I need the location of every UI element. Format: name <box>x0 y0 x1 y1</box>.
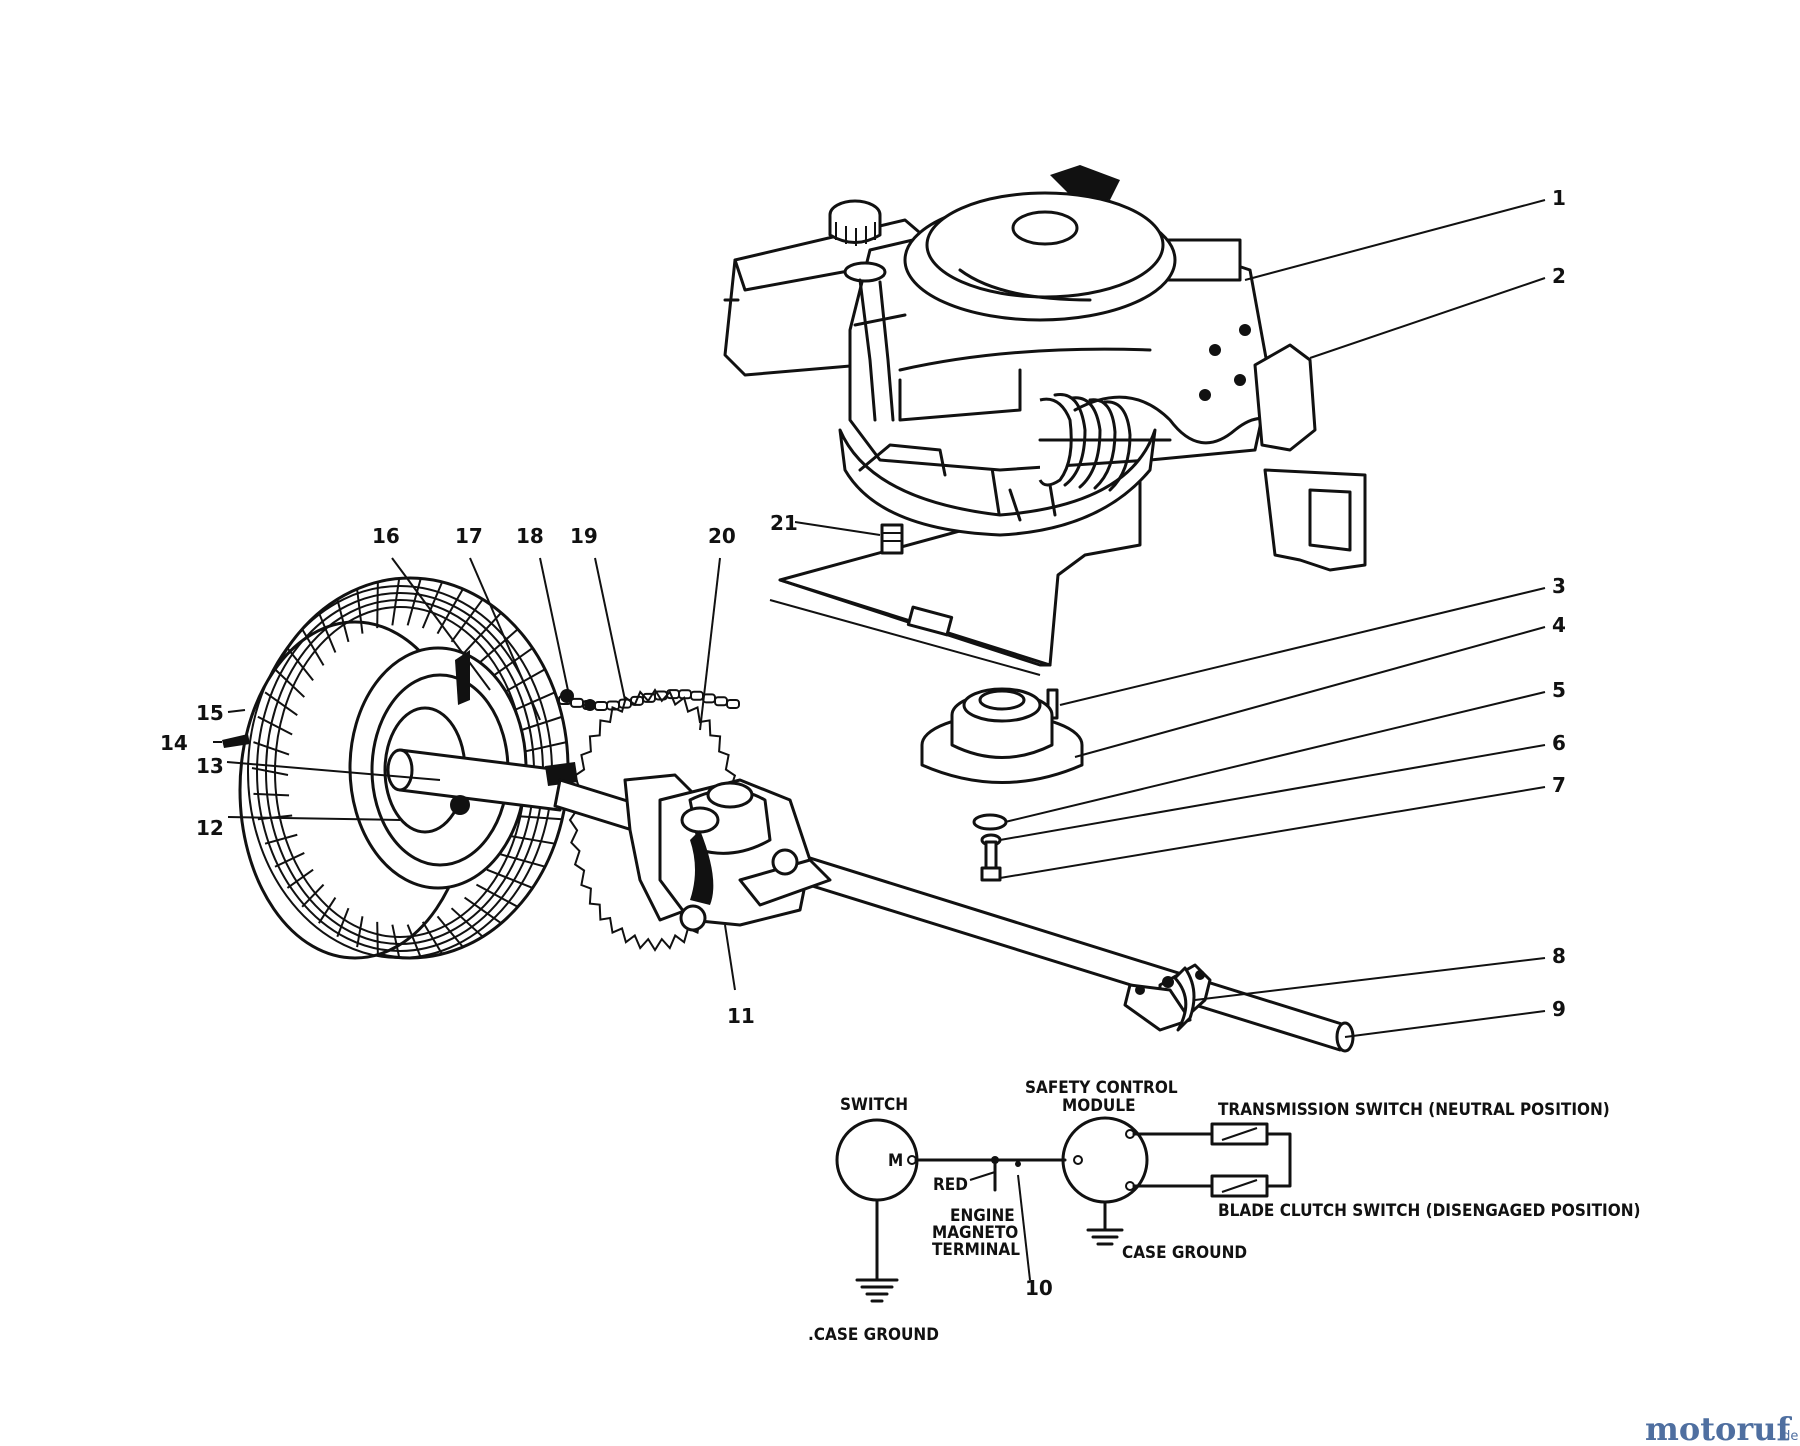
tire-tread-line <box>450 598 484 643</box>
wiring-schematic: SWITCH M RED ENGINE MAGNETO TERMINAL .CA… <box>808 1078 1641 1345</box>
callout-15: 15 <box>196 701 224 725</box>
callout-7: 7 <box>1552 773 1566 797</box>
switch-terminal-label: M <box>888 1151 903 1171</box>
callout-3: 3 <box>1552 574 1566 598</box>
tire-tread-line <box>356 916 364 948</box>
tire-tread-line <box>475 883 519 908</box>
chain-link <box>678 689 692 700</box>
callout-12: 12 <box>196 816 224 840</box>
chain-sprocket <box>545 688 742 952</box>
safety-module-symbol <box>1061 1116 1149 1204</box>
chain-link <box>726 698 740 709</box>
callout-13: 13 <box>196 754 224 778</box>
callout-20: 20 <box>708 524 736 548</box>
pulley-assembly <box>920 687 1084 882</box>
callout-18: 18 <box>516 524 544 548</box>
callout-14: 14 <box>160 731 188 755</box>
washer-part <box>972 813 1008 831</box>
safety-module-label-2: MODULE <box>1062 1096 1136 1116</box>
leader-lines <box>213 199 1546 1281</box>
tire-tread-line <box>406 924 422 958</box>
engine-label: ENGINE <box>950 1206 1015 1226</box>
tire-tread-line <box>475 628 519 667</box>
callout-1: 1 <box>1552 186 1566 210</box>
blade-clutch-switch-label: BLADE CLUTCH SWITCH (DISENGAGED POSITION… <box>1218 1201 1641 1221</box>
tire-tread-line <box>318 897 337 924</box>
callout-4: 4 <box>1552 613 1566 637</box>
callout-8: 8 <box>1552 944 1566 968</box>
magneto-label: MAGNETO <box>932 1223 1018 1243</box>
safety-module-label-1: SAFETY CONTROL <box>1025 1078 1178 1098</box>
tire-tread-line <box>336 907 350 938</box>
case-ground-module-label: CASE GROUND <box>1122 1243 1247 1263</box>
watermark: motoruf .de <box>1645 1410 1798 1446</box>
tire-tread-line <box>464 896 502 925</box>
tire-tread-line <box>301 883 325 908</box>
terminal-label: TERMINAL <box>932 1240 1020 1260</box>
callout-19: 19 <box>570 524 598 548</box>
tire-tread-line <box>301 628 325 666</box>
cylinder-fins <box>1038 392 1172 492</box>
callout-9: 9 <box>1552 997 1566 1021</box>
callout-6: 6 <box>1552 731 1566 755</box>
tire-tread-line <box>336 599 350 643</box>
bolt-part <box>984 840 998 872</box>
switch-label: SWITCH <box>840 1095 908 1115</box>
tire-tread-line <box>253 792 290 797</box>
tire-tread-line <box>495 851 546 868</box>
callout-11: 11 <box>727 1004 755 1028</box>
tire-tread-line <box>356 588 364 634</box>
callout-16: 16 <box>372 524 400 548</box>
transmission-switch-label: TRANSMISSION SWITCH (NEUTRAL POSITION) <box>1218 1100 1610 1120</box>
watermark-brand: motoruf <box>1645 1410 1792 1446</box>
switch-symbol <box>835 1118 919 1202</box>
tire-tread-line <box>463 612 502 654</box>
tire-tread-line <box>317 612 337 653</box>
watermark-suffix: .de <box>1778 1429 1798 1444</box>
wheel-assembly <box>222 576 570 960</box>
tire-tread-line <box>486 868 533 889</box>
red-wire-label: RED <box>933 1175 968 1195</box>
callout-17: 17 <box>455 524 483 548</box>
engine-drawing <box>723 165 1367 676</box>
chain-link <box>714 696 728 707</box>
tire-tread-line <box>376 581 379 629</box>
callout-2: 2 <box>1552 264 1566 288</box>
callout-5: 5 <box>1552 678 1566 702</box>
transmission-axle <box>553 773 1355 1053</box>
tire-tread-line <box>286 868 314 889</box>
chain-link <box>570 697 584 708</box>
tire-tread-line <box>264 833 298 845</box>
sprocket-teeth <box>568 688 742 952</box>
callout-10: 10 <box>1025 1276 1053 1300</box>
case-ground-switch-label: .CASE GROUND <box>808 1325 939 1345</box>
chain-link <box>690 690 704 701</box>
tire-tread-line <box>391 924 401 958</box>
chain-link <box>594 700 608 711</box>
callout-labels: 1 2 3 4 5 6 7 8 9 10 11 12 13 14 15 16 1… <box>160 186 1566 1300</box>
tire-tread-line <box>274 852 305 868</box>
callout-21: 21 <box>770 511 798 535</box>
